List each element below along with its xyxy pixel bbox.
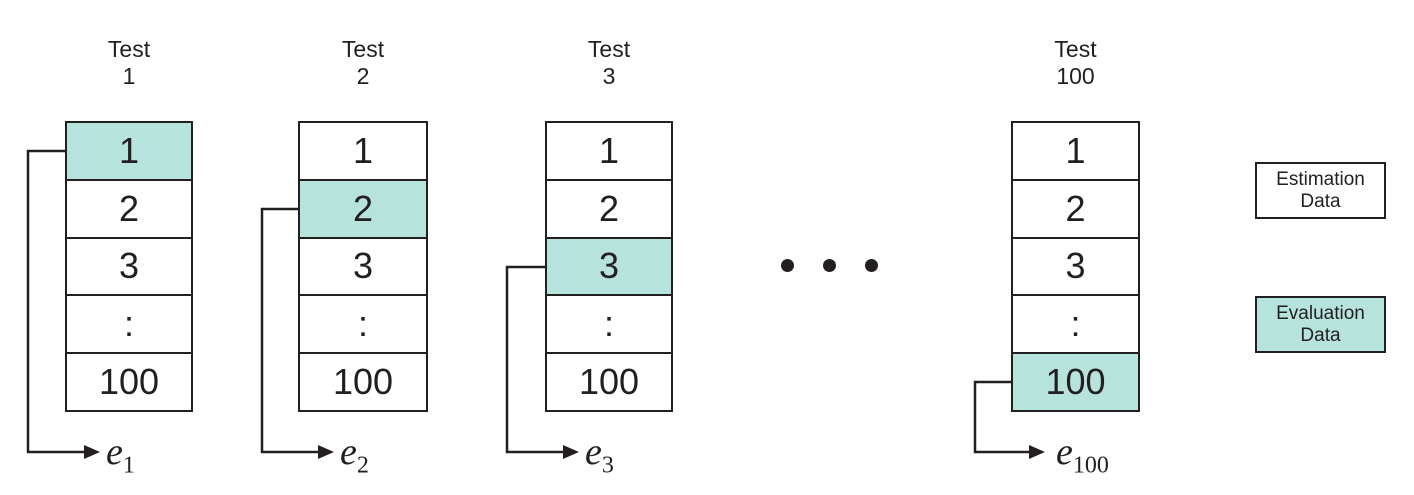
column-title-line: Test <box>107 36 151 62</box>
legend-estimation-data: Estimation Data <box>1255 162 1386 219</box>
column-title-line: Test <box>587 36 631 62</box>
ellipsis-dot <box>823 259 836 272</box>
error-term-e2: e2 <box>340 431 369 478</box>
data-cell: 2 <box>1013 181 1138 239</box>
column-title-number: 3 <box>602 63 616 89</box>
column-title-test-100: Test 100 <box>1011 36 1140 90</box>
error-subscript: 2 <box>356 452 369 479</box>
ellipsis-dot <box>781 259 794 272</box>
arrow-head-icon <box>318 445 334 459</box>
data-cell: 3 <box>547 238 671 297</box>
legend-label-line: Data <box>1300 324 1341 346</box>
error-term-e100: e100 <box>1056 431 1109 478</box>
arrow-head-icon <box>84 445 100 459</box>
error-term-e3: e3 <box>585 431 614 478</box>
column-title-number: 100 <box>1056 63 1095 89</box>
data-cell: 3 <box>67 239 191 297</box>
error-base: e <box>106 431 123 473</box>
error-subscript: 3 <box>601 452 614 479</box>
data-stack-test-2: 1 2 3 : 100 <box>298 121 428 412</box>
data-cell: 1 <box>1013 123 1138 181</box>
data-cell: 2 <box>547 181 671 239</box>
data-cell: 1 <box>547 123 671 181</box>
arrow-head-icon <box>563 445 579 459</box>
data-cell: 2 <box>67 181 191 239</box>
ellipsis-dot <box>865 259 878 272</box>
data-cell-vertical-ellipsis: : <box>547 296 671 355</box>
data-cell: 3 <box>300 239 426 297</box>
column-title-test-3: Test 3 <box>545 36 673 90</box>
data-stack-test-3: 1 2 3 : 100 <box>545 121 673 412</box>
data-cell-vertical-ellipsis: : <box>300 296 426 355</box>
data-stack-test-1: 1 2 3 : 100 <box>65 121 193 412</box>
horizontal-ellipsis-icon <box>781 259 878 272</box>
error-subscript: 100 <box>1072 452 1109 479</box>
error-subscript: 1 <box>122 452 135 479</box>
data-cell: 2 <box>300 180 426 239</box>
arrow-head-icon <box>1029 445 1045 459</box>
column-title-number: 1 <box>122 63 136 89</box>
column-title-number: 2 <box>356 63 370 89</box>
error-base: e <box>585 431 602 473</box>
data-cell: 100 <box>1013 354 1138 410</box>
legend-evaluation-data: Evaluation Data <box>1255 296 1386 353</box>
column-title-line: Test <box>1054 36 1097 62</box>
legend-label-line: Estimation <box>1276 168 1365 190</box>
data-cell: 100 <box>98 361 160 403</box>
column-title-test-1: Test 1 <box>65 36 193 90</box>
column-title-test-2: Test 2 <box>298 36 428 90</box>
error-base: e <box>1056 431 1073 473</box>
data-cell: 1 <box>67 123 191 181</box>
data-cell-vertical-ellipsis: : <box>67 296 191 355</box>
error-base: e <box>340 431 357 473</box>
data-cell: 100 <box>578 361 640 403</box>
column-title-line: Test <box>341 36 385 62</box>
error-term-e1: e1 <box>106 431 135 478</box>
legend-label-line: Evaluation <box>1276 302 1365 324</box>
data-cell: 3 <box>1013 239 1138 297</box>
data-stack-test-100: 1 2 3 : 100 <box>1011 121 1140 412</box>
data-cell-vertical-ellipsis: : <box>1013 296 1138 355</box>
legend-label-line: Data <box>1300 190 1341 212</box>
data-cell: 100 <box>332 361 394 403</box>
data-cell: 1 <box>300 123 426 181</box>
